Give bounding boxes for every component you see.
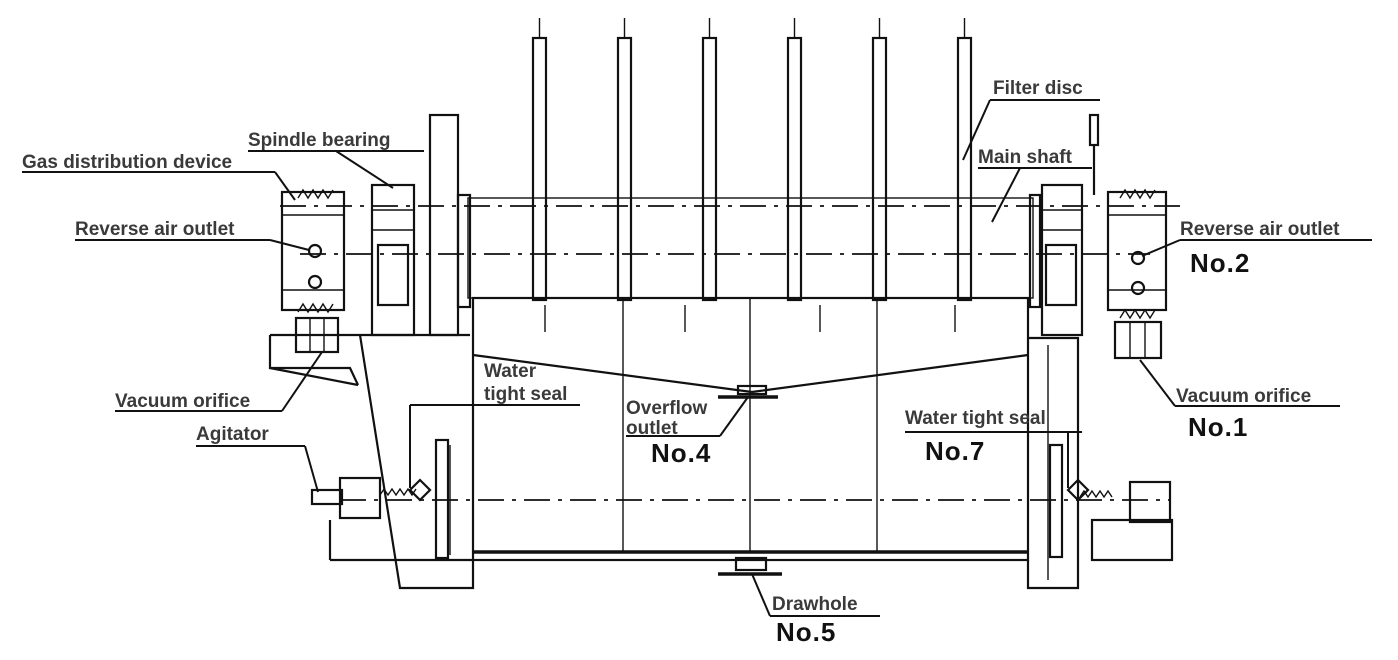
filter-discs [531,18,973,302]
filter-disc-3 [701,18,718,302]
label-vacuum-orifice-left: Vacuum orifice [115,391,250,412]
drawhole [718,556,782,576]
leader-lines [22,99,1372,617]
label-water-tight-seal-left-line1: Water [484,361,537,382]
filter-disc-4 [786,18,803,302]
label-water-tight-seal-left-line2: tight seal [484,384,567,405]
tank-body [340,296,1170,562]
label-filter-disc: Filter disc [993,78,1083,99]
label-reverse-air-outlet-right: Reverse air outlet [1180,219,1340,240]
label-vacuum-orifice-right: Vacuum orifice [1176,386,1311,407]
filter-disc-5 [871,18,888,302]
left-end-assembly [268,113,475,590]
filter-disc-2 [616,18,633,302]
label-drawhole: Drawhole [772,594,858,615]
label-overflow-outlet-line2: outlet [626,418,678,439]
label-agitator: Agitator [196,424,269,445]
number-no7: No.7 [925,436,985,466]
label-water-tight-seal-right: Water tight seal [905,408,1046,429]
filter-disc-6 [956,18,973,302]
right-end-assembly [1026,113,1174,590]
number-no2: No.2 [1190,248,1250,278]
labels: Filter disc Spindle bearing Gas distribu… [22,78,1340,647]
label-gas-distribution-device: Gas distribution device [22,152,232,173]
number-no5: No.5 [776,617,836,647]
number-no4: No.4 [651,438,711,468]
filter-disc-1 [531,18,548,302]
label-main-shaft: Main shaft [978,147,1073,168]
label-spindle-bearing: Spindle bearing [248,130,391,151]
label-reverse-air-outlet-left: Reverse air outlet [75,219,235,240]
label-overflow-outlet-line1: Overflow [626,398,708,419]
number-no1: No.1 [1188,412,1248,442]
